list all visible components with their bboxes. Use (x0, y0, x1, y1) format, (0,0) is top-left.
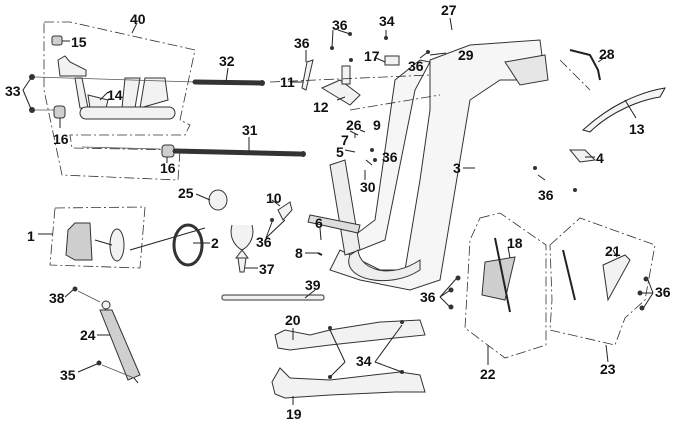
callout-36: 36 (408, 58, 424, 74)
callout-26: 26 (346, 117, 362, 133)
callout-3: 3 (453, 160, 461, 176)
callout-8: 8 (295, 245, 303, 261)
callout-2: 2 (211, 235, 219, 251)
part-12-plate (320, 79, 361, 106)
callout-40: 40 (130, 11, 146, 27)
part-16-bushing (161, 144, 175, 158)
part-19-stand (271, 367, 426, 399)
callout-36: 36 (332, 17, 348, 33)
callout-16: 16 (160, 160, 176, 176)
callout-36: 36 (382, 149, 398, 165)
callout-29: 29 (458, 47, 474, 63)
part-11-bracket (301, 59, 314, 91)
callout-10: 10 (266, 190, 282, 206)
callout-30: 30 (360, 179, 376, 195)
part-20-stand (274, 319, 426, 351)
part-3-main-frame (307, 39, 549, 291)
callout-22: 22 (480, 366, 496, 382)
part-31-rod (172, 148, 303, 157)
callout-14: 14 (107, 87, 123, 103)
part-4-bracket (568, 149, 597, 163)
callout-28: 28 (599, 46, 615, 62)
callout-23: 23 (600, 361, 616, 377)
part-28-cable (569, 49, 601, 81)
callout-38: 38 (49, 290, 65, 306)
callout-18: 18 (507, 235, 523, 251)
part-39-cable-tie (221, 294, 325, 301)
callout-27: 27 (441, 2, 457, 18)
callout-35: 35 (60, 367, 76, 383)
part-16-bushing (53, 105, 66, 119)
part-24-shock-absorber (99, 300, 141, 384)
part-25-cap (208, 189, 228, 211)
part-37-clip (230, 224, 254, 273)
part-2-clamp (172, 223, 204, 267)
callout-34: 34 (356, 353, 372, 369)
group-40-outline (43, 21, 196, 181)
callout-36: 36 (256, 234, 272, 250)
group-23-outline (549, 217, 656, 346)
callout-17: 17 (364, 48, 380, 64)
callout-4: 4 (596, 150, 604, 166)
callout-25: 25 (178, 185, 194, 201)
part-10-bracket (277, 201, 293, 221)
callout-5: 5 (336, 144, 344, 160)
callout-11: 11 (280, 74, 295, 90)
callout-36: 36 (538, 187, 554, 203)
callout-33: 33 (5, 83, 21, 99)
callout-20: 20 (285, 312, 301, 328)
callout-31: 31 (242, 122, 258, 138)
part-13-fender (582, 87, 666, 133)
part-17-bracket (384, 55, 400, 66)
part-18-footrest (481, 256, 516, 301)
group-1-outline (49, 206, 146, 269)
callout-34: 34 (379, 13, 395, 29)
callout-15: 15 (71, 34, 87, 50)
callout-9: 9 (373, 117, 381, 133)
part-14-bracket (57, 55, 87, 77)
callout-24: 24 (80, 327, 96, 343)
callout-37: 37 (259, 261, 275, 277)
callout-19: 19 (286, 406, 302, 422)
callout-32: 32 (219, 53, 235, 69)
callout-6: 6 (315, 215, 323, 231)
callout-13: 13 (629, 121, 645, 137)
callout-39: 39 (305, 277, 321, 293)
callout-36: 36 (294, 35, 310, 51)
part-1-lamp (65, 222, 93, 261)
callout-7: 7 (341, 132, 349, 148)
callout-36: 36 (420, 289, 436, 305)
callout-21: 21 (605, 243, 621, 259)
part-21-bracket (602, 254, 631, 302)
callout-36: 36 (655, 284, 671, 300)
group-22-outline (464, 212, 547, 359)
callout-16: 16 (53, 131, 69, 147)
part-32-rod (192, 79, 263, 86)
callout-1: 1 (27, 228, 35, 244)
callout-12: 12 (313, 99, 329, 115)
part-15-clip (51, 35, 63, 46)
